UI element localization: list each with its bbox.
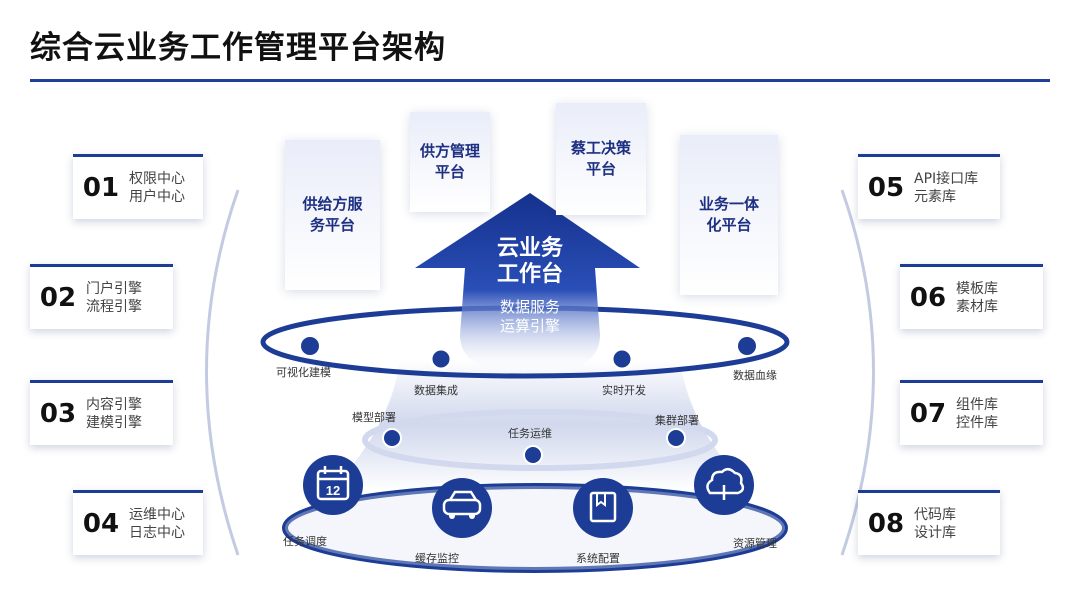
- label-task-ops: 任务运维: [508, 427, 552, 440]
- core-title: 云业务 工作台: [470, 236, 590, 288]
- car-icon: [432, 478, 492, 538]
- book-icon: [573, 478, 633, 538]
- title-underline: [30, 79, 1050, 82]
- label-visual-modeling: 可视化建模: [276, 366, 331, 379]
- left-arc: [205, 189, 240, 556]
- label-task-scheduling: 任务调度: [283, 535, 327, 548]
- platform-panel-decision: 蔡工决策平台: [556, 103, 646, 215]
- module-card-number: 08: [867, 509, 905, 539]
- label-realtime-dev: 实时开发: [602, 384, 646, 397]
- module-card-04: 04 运维中心日志中心: [73, 490, 203, 555]
- module-card-03: 03 内容引擎建模引擎: [30, 380, 173, 445]
- core-title-line1: 云业务: [496, 236, 563, 261]
- label-data-integration: 数据集成: [414, 384, 458, 397]
- module-card-line1: 门户引擎: [86, 281, 142, 297]
- module-card-07: 07 组件库控件库: [900, 380, 1043, 445]
- page-title: 综合云业务工作管理平台架构: [30, 30, 446, 66]
- module-card-line2: 日志中心: [129, 525, 185, 541]
- platform-panel-supplier-management: 供方管理平台: [410, 112, 490, 212]
- label-model-deploy: 模型部署: [352, 411, 396, 424]
- lower-ring: [282, 483, 788, 573]
- module-card-01: 01 权限中心用户中心: [73, 154, 203, 219]
- node-data-integration: [429, 347, 453, 371]
- core-subtitle: 数据服务 运算引擎: [470, 298, 590, 336]
- label-data-lineage: 数据血缘: [733, 369, 777, 382]
- core-subtitle-line2: 运算引擎: [499, 317, 560, 335]
- node-task-ops: [523, 445, 543, 465]
- node-data-lineage: [738, 337, 756, 355]
- node-realtime-dev: [610, 347, 634, 371]
- module-card-number: 01: [82, 173, 120, 203]
- middle-ring: [362, 409, 718, 471]
- node-visual-modeling: [301, 337, 319, 355]
- module-card-number: 03: [39, 399, 77, 429]
- core-subtitle-line1: 数据服务: [499, 298, 560, 316]
- module-card-08: 08 代码库设计库: [858, 490, 1000, 555]
- core-title-line2: 工作台: [496, 262, 563, 287]
- module-card-06: 06 模板库素材库: [900, 264, 1043, 329]
- module-card-line2: 控件库: [956, 415, 998, 431]
- module-card-line2: 设计库: [914, 525, 956, 541]
- label-system-config: 系统配置: [576, 552, 620, 565]
- label-resource-management: 资源管理: [733, 537, 777, 550]
- module-card-line1: API接口库: [914, 171, 979, 187]
- module-card-line1: 权限中心: [129, 171, 185, 187]
- core-arrow: [415, 193, 640, 370]
- calendar-day: 12: [326, 483, 340, 498]
- module-card-02: 02 门户引擎流程引擎: [30, 264, 173, 329]
- module-card-line1: 组件库: [956, 397, 998, 413]
- label-cache-monitoring: 缓存监控: [415, 552, 459, 565]
- node-cluster-deploy: [666, 428, 686, 448]
- module-card-line1: 代码库: [914, 507, 956, 523]
- module-card-number: 02: [39, 283, 77, 313]
- label-cluster-deploy: 集群部署: [655, 414, 699, 427]
- module-card-line2: 流程引擎: [86, 299, 142, 315]
- module-card-number: 07: [909, 399, 947, 429]
- cloud-icon: [694, 455, 754, 515]
- module-card-number: 06: [909, 283, 947, 313]
- platform-panel-supplier-service: 供给方服务平台: [285, 140, 380, 290]
- module-card-line2: 建模引擎: [86, 415, 142, 431]
- module-card-line2: 元素库: [914, 189, 956, 205]
- module-card-line1: 模板库: [956, 281, 998, 297]
- platform-panel-integration: 业务一体化平台: [680, 135, 778, 295]
- funnel-body: [330, 360, 750, 490]
- module-card-number: 04: [82, 509, 120, 539]
- right-arc: [840, 189, 875, 556]
- module-card-line1: 运维中心: [129, 507, 185, 523]
- calendar-icon: 12: [303, 455, 363, 515]
- module-card-05: 05 API接口库元素库: [858, 154, 1000, 219]
- module-card-line1: 内容引擎: [86, 397, 142, 413]
- module-card-number: 05: [867, 173, 905, 203]
- module-card-line2: 用户中心: [129, 189, 185, 205]
- module-card-line2: 素材库: [956, 299, 998, 315]
- node-model-deploy: [382, 428, 402, 448]
